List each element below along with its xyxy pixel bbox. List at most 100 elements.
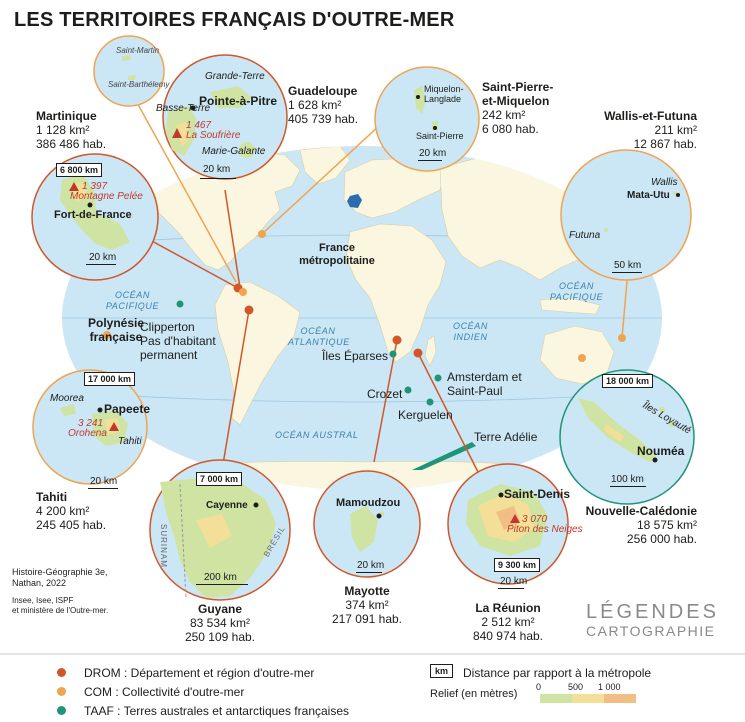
label-iles-eparses: Îles Éparses [322, 349, 389, 363]
peak-markers [69, 128, 520, 523]
spm-pop: 6 080 hab. [482, 122, 539, 136]
martinique-pop: 386 486 hab. [36, 137, 107, 151]
legend-taaf: TAAF : Terres australes et antarctiques … [84, 704, 350, 718]
wallis-pop: 12 867 hab. [633, 137, 697, 151]
ocean-label-pacific-e: OCÉAN PACIFIQUE [549, 281, 604, 302]
greenland [299, 146, 351, 185]
spm-name: Saint-Pierre-et-Miquelon [482, 80, 554, 108]
guadeloupe-pop: 405 739 hab. [288, 112, 359, 126]
scale-guyane: 200 km [204, 572, 237, 583]
guyane-pop: 250 109 hab. [184, 630, 256, 644]
ocean-label-austral: OCÉAN AUSTRAL [275, 430, 359, 440]
label-amsterdam: Amsterdam et Saint-Paul [447, 370, 522, 398]
label-cayenne: Cayenne [206, 500, 248, 511]
label-mamoudzou: Mamoudzou [336, 497, 401, 509]
scalebar-caledonie [610, 486, 646, 487]
label-saint-barthelemy: Saint-Barthélemy [108, 80, 170, 89]
scale-guadeloupe: 20 km [203, 164, 231, 175]
connector-lines-com [134, 98, 629, 339]
legend-com-dot [57, 687, 66, 696]
label-la-soufriere: La Soufrière [186, 130, 241, 141]
caledonie-area: 18 575 km² [636, 518, 697, 532]
reunion-area: 2 512 km² [481, 615, 535, 629]
label-crozet: Crozet [367, 387, 403, 401]
label-moorea: Moorea [50, 393, 84, 404]
capital-dots [87, 95, 680, 519]
label-piton-des-neiges: Piton des Neiges [507, 524, 583, 535]
reunion-name: La Réunion [475, 601, 541, 615]
legend-relief-tick-0: 0 [536, 682, 542, 692]
label-reunion-peak: 3 070 [522, 514, 548, 525]
mayotte-name: Mayotte [344, 584, 390, 598]
scale-mayotte: 20 km [357, 560, 385, 571]
guadeloupe-area: 1 628 km² [288, 98, 342, 112]
distance-guyane: 7 000 km [196, 472, 243, 486]
guyane-name: Guyane [197, 602, 242, 616]
scalebar-spm [418, 160, 442, 161]
brand-line-2: CARTOGRAPHIE [586, 623, 716, 639]
mayotte-pop: 217 091 hab. [331, 612, 403, 626]
source-line-3: Insee, Isee, ISPF [12, 596, 74, 605]
madagascar [424, 335, 437, 367]
tahiti-area: 4 200 km² [36, 504, 90, 518]
label-montagne-pelee: Montagne Pelée [70, 191, 143, 202]
label-miquelon: Miquelon-Langlade [424, 84, 464, 104]
scale-wallis: 50 km [614, 260, 642, 271]
scale-martinique: 20 km [89, 252, 117, 263]
legend-relief-high [604, 694, 636, 703]
label-saint-martin: Saint-Martin [116, 46, 160, 55]
source-line-2: Nathan, 2022 [12, 578, 67, 588]
france-mainland [347, 194, 362, 208]
label-futuna: Futuna [569, 230, 601, 241]
wallis-area: 211 km² [654, 123, 697, 137]
scalebar-martinique [86, 264, 116, 265]
tahiti-name: Tahiti [36, 490, 68, 504]
wallis-name: Wallis-et-Futuna [604, 109, 697, 123]
caledonie-name: Nouvelle-Calédonie [585, 504, 697, 518]
label-saint-denis: Saint-Denis [504, 487, 571, 501]
martinique-name: Martinique [36, 109, 97, 123]
label-clipperton-note: Pas d'habitant permanent [140, 334, 216, 362]
scalebar-guadeloupe [200, 178, 236, 179]
inset-guadeloupe [162, 54, 288, 180]
legend-relief-mid [572, 694, 604, 703]
label-surinam: SURINAM [159, 524, 168, 568]
scale-tahiti: 20 km [90, 476, 118, 487]
terre-adelie-sector [412, 442, 476, 470]
spm-area: 242 km² [482, 108, 526, 122]
legend-drom-dot [57, 668, 66, 677]
scale-caledonie: 100 km [611, 474, 644, 485]
distance-caledonie: 18 000 km [602, 374, 654, 388]
label-basse-terre: Basse-Terre [156, 103, 211, 114]
indonesia [539, 297, 601, 315]
scale-reunion: 20 km [500, 576, 528, 587]
label-tahiti-peak: 3 241 [78, 418, 104, 429]
label-fort-de-france: Fort-de-France [54, 209, 132, 221]
source-line-1: Histoire-Géographie 3e, [12, 567, 108, 577]
legend-relief-title: Relief (en mètres) [430, 688, 518, 700]
scalebar-mayotte [356, 572, 382, 573]
distance-reunion: 9 300 km [494, 558, 541, 572]
label-terre-adelie: Terre Adélie [474, 430, 538, 444]
distance-martinique: 6 800 km [56, 163, 103, 177]
ocean-label-indian: OCÉAN INDIEN [452, 321, 488, 342]
label-france: France métropolitaine [299, 242, 375, 267]
tahiti-pop: 245 405 hab. [36, 518, 107, 532]
label-polynesie: Polynésie française [87, 316, 145, 344]
scalebar-tahiti [88, 488, 118, 489]
scale-spm: 20 km [419, 148, 447, 159]
legend-com: COM : Collectivité d'outre-mer [84, 685, 245, 699]
label-pointe-a-pitre: Pointe-à-Pitre [199, 94, 278, 108]
label-kerguelen: Kerguelen [398, 408, 453, 422]
martinique-area: 1 128 km² [36, 123, 90, 137]
mayotte-area: 374 km² [345, 598, 389, 612]
legend-taaf-dot [57, 706, 66, 715]
label-guadeloupe-peak: 1 467 [186, 120, 212, 131]
label-orohena: Orohena [68, 428, 107, 439]
label-wallis: Wallis [651, 177, 678, 188]
label-martinique-peak: 1 397 [82, 181, 108, 192]
legend-drom: DROM : Département et région d'outre-mer [84, 666, 315, 680]
label-noumea: Nouméa [637, 444, 685, 458]
scalebar-wallis [612, 272, 642, 273]
scalebar-guyane [196, 584, 248, 585]
